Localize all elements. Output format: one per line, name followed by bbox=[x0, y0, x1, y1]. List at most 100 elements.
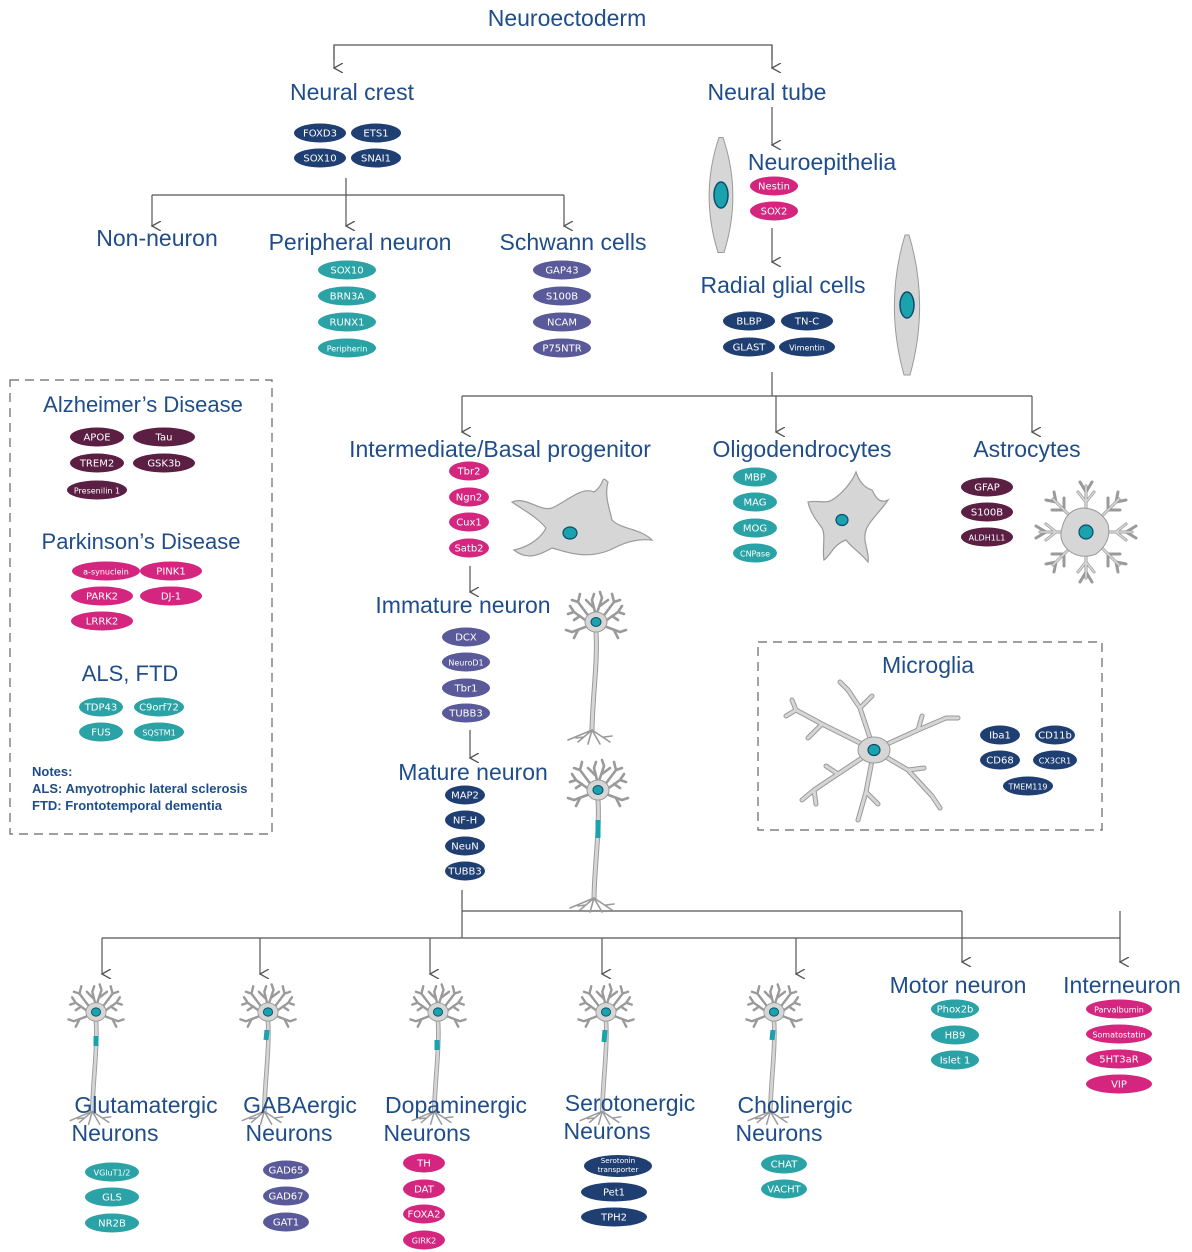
marker-label: S100B bbox=[546, 292, 578, 303]
gabaergic-title: GABAergic bbox=[243, 1092, 357, 1118]
dopaminergic-title: Dopaminergic bbox=[385, 1092, 527, 1118]
astrocytes-title: Astrocytes bbox=[973, 436, 1080, 462]
marker-5ht3ar: 5HT3aR bbox=[1086, 1049, 1152, 1069]
immature-title: Immature neuron bbox=[375, 592, 550, 618]
marker-foxa2: FOXA2 bbox=[403, 1204, 445, 1224]
marker-label: TDP43 bbox=[84, 703, 118, 714]
marker-label: GLS bbox=[102, 1193, 122, 1204]
marker-label: Vimentin bbox=[789, 344, 825, 353]
marker-glast: GLAST bbox=[723, 337, 775, 357]
marker-tubb3: TUBB3 bbox=[442, 703, 490, 723]
notes-als: ALS: Amyotrophic lateral sclerosis bbox=[32, 781, 248, 796]
marker-label: NCAM bbox=[547, 318, 577, 329]
alzheimers-title: Alzheimer’s Disease bbox=[43, 392, 243, 417]
marker-th: TH bbox=[403, 1153, 445, 1173]
marker-sqstm1: SQSTM1 bbox=[134, 722, 184, 742]
marker-label: GAD67 bbox=[268, 1192, 303, 1203]
radial-glial-title: Radial glial cells bbox=[701, 272, 866, 298]
marker-gfap: GFAP bbox=[961, 477, 1013, 497]
gabaergic-title-line2: Neurons bbox=[246, 1120, 333, 1146]
marker-sox10: SOX10 bbox=[318, 260, 376, 280]
marker-dat: DAT bbox=[403, 1179, 445, 1199]
marker-label: Tau bbox=[155, 433, 173, 444]
marker-label: SNAI1 bbox=[361, 154, 391, 165]
marker-label: GSK3b bbox=[147, 459, 180, 470]
marker-vimentin: Vimentin bbox=[779, 337, 835, 357]
marker-label: Tbr1 bbox=[454, 684, 478, 695]
marker-peripherin: Peripherin bbox=[318, 338, 376, 358]
marker-mag: MAG bbox=[733, 492, 777, 512]
cholinergic-title-line2: Neurons bbox=[736, 1120, 823, 1146]
marker-cux1: Cux1 bbox=[449, 512, 489, 532]
marker-label: S100B bbox=[971, 508, 1003, 519]
marker-cx3cr1: CX3CR1 bbox=[1033, 750, 1077, 770]
axon-marker-segment bbox=[263, 1029, 270, 1041]
marker-tdp43: TDP43 bbox=[79, 697, 123, 717]
marker-label: Pet1 bbox=[603, 1188, 625, 1199]
oligodendrocytes-title: Oligodendrocytes bbox=[713, 436, 892, 462]
marker-ncam: NCAM bbox=[533, 312, 591, 332]
marker-nestin: Nestin bbox=[750, 176, 798, 196]
parkinsons-title: Parkinson’s Disease bbox=[42, 529, 241, 554]
marker-label: Somatostatin bbox=[1092, 1031, 1145, 1040]
marker-label: Satb2 bbox=[454, 544, 483, 555]
marker-fus: FUS bbox=[79, 722, 123, 742]
marker-runx1: RUNX1 bbox=[318, 312, 376, 332]
root-split bbox=[333, 44, 773, 60]
marker-sox2: SOX2 bbox=[750, 201, 798, 221]
marker-label: CD68 bbox=[986, 756, 1013, 767]
schwann-cells-title: Schwann cells bbox=[499, 229, 646, 255]
notes-title: Notes: bbox=[32, 764, 72, 779]
marker-mbp: MBP bbox=[733, 467, 777, 487]
marker-gad67: GAD67 bbox=[263, 1186, 309, 1206]
marker-label: GAD65 bbox=[268, 1166, 303, 1177]
marker-label: FOXA2 bbox=[407, 1210, 440, 1221]
intermediate-title: Intermediate/Basal progenitor bbox=[349, 436, 651, 462]
marker-apoe: APOE bbox=[70, 427, 124, 447]
marker-trem2: TREM2 bbox=[70, 453, 124, 473]
disease-panel bbox=[9, 379, 273, 835]
cholinergic-title: Cholinergic bbox=[737, 1092, 852, 1118]
marker-sox10: SOX10 bbox=[294, 148, 346, 168]
axon-marker-segment bbox=[601, 1029, 608, 1043]
marker-label: DJ-1 bbox=[161, 592, 181, 603]
marker-label: FOXD3 bbox=[303, 129, 337, 140]
marker-label: MAG bbox=[743, 498, 766, 509]
neuroepithelia-title: Neuroepithelia bbox=[748, 149, 897, 175]
marker-label: VIP bbox=[1111, 1080, 1127, 1091]
neuroectoderm-title: Neuroectoderm bbox=[488, 5, 647, 31]
microglia-title: Microglia bbox=[882, 652, 974, 678]
marker-label: BLBP bbox=[736, 317, 761, 328]
marker-label: Serotonin bbox=[601, 1156, 636, 1165]
marker-label: GAP43 bbox=[545, 266, 578, 277]
marker-hb9: HB9 bbox=[931, 1025, 979, 1045]
marker-label: APOE bbox=[83, 433, 110, 444]
marker-nr2b: NR2B bbox=[85, 1213, 139, 1233]
marker-gad65: GAD65 bbox=[263, 1160, 309, 1180]
marker-tubb3: TUBB3 bbox=[445, 861, 485, 881]
marker-label: NeuroD1 bbox=[448, 659, 483, 668]
marker-cd11b: CD11b bbox=[1035, 725, 1075, 745]
marker-gls: GLS bbox=[85, 1187, 139, 1207]
dopaminergic-title-line2: Neurons bbox=[384, 1120, 471, 1146]
marker-label: TMEM119 bbox=[1007, 783, 1047, 792]
marker-iba1: Iba1 bbox=[980, 725, 1020, 745]
marker-label: 5HT3aR bbox=[1099, 1055, 1138, 1066]
marker-tbr2: Tbr2 bbox=[449, 461, 489, 481]
marker-label: SOX10 bbox=[303, 154, 336, 165]
marker-phox2b: Phox2b bbox=[931, 999, 979, 1019]
marker-label: Presenilin 1 bbox=[74, 487, 120, 496]
marker-label: ALDH1L1 bbox=[969, 534, 1006, 543]
oligodendrocyte-cell-drawing bbox=[807, 470, 890, 564]
marker-gap43: GAP43 bbox=[533, 260, 591, 280]
neuroepithelial-cell-drawing bbox=[708, 137, 734, 253]
marker-pet1: Pet1 bbox=[581, 1182, 647, 1202]
marker-cd68: CD68 bbox=[980, 750, 1020, 770]
non-neuron-title: Non-neuron bbox=[96, 225, 217, 251]
marker-label: TPH2 bbox=[600, 1213, 627, 1224]
marker-label: LRRK2 bbox=[86, 617, 118, 628]
marker-park2: PARK2 bbox=[71, 586, 133, 606]
marker-label: Ngn2 bbox=[456, 493, 483, 504]
marker-label: TUBB3 bbox=[448, 709, 483, 720]
marker-label: SOX10 bbox=[330, 266, 363, 277]
